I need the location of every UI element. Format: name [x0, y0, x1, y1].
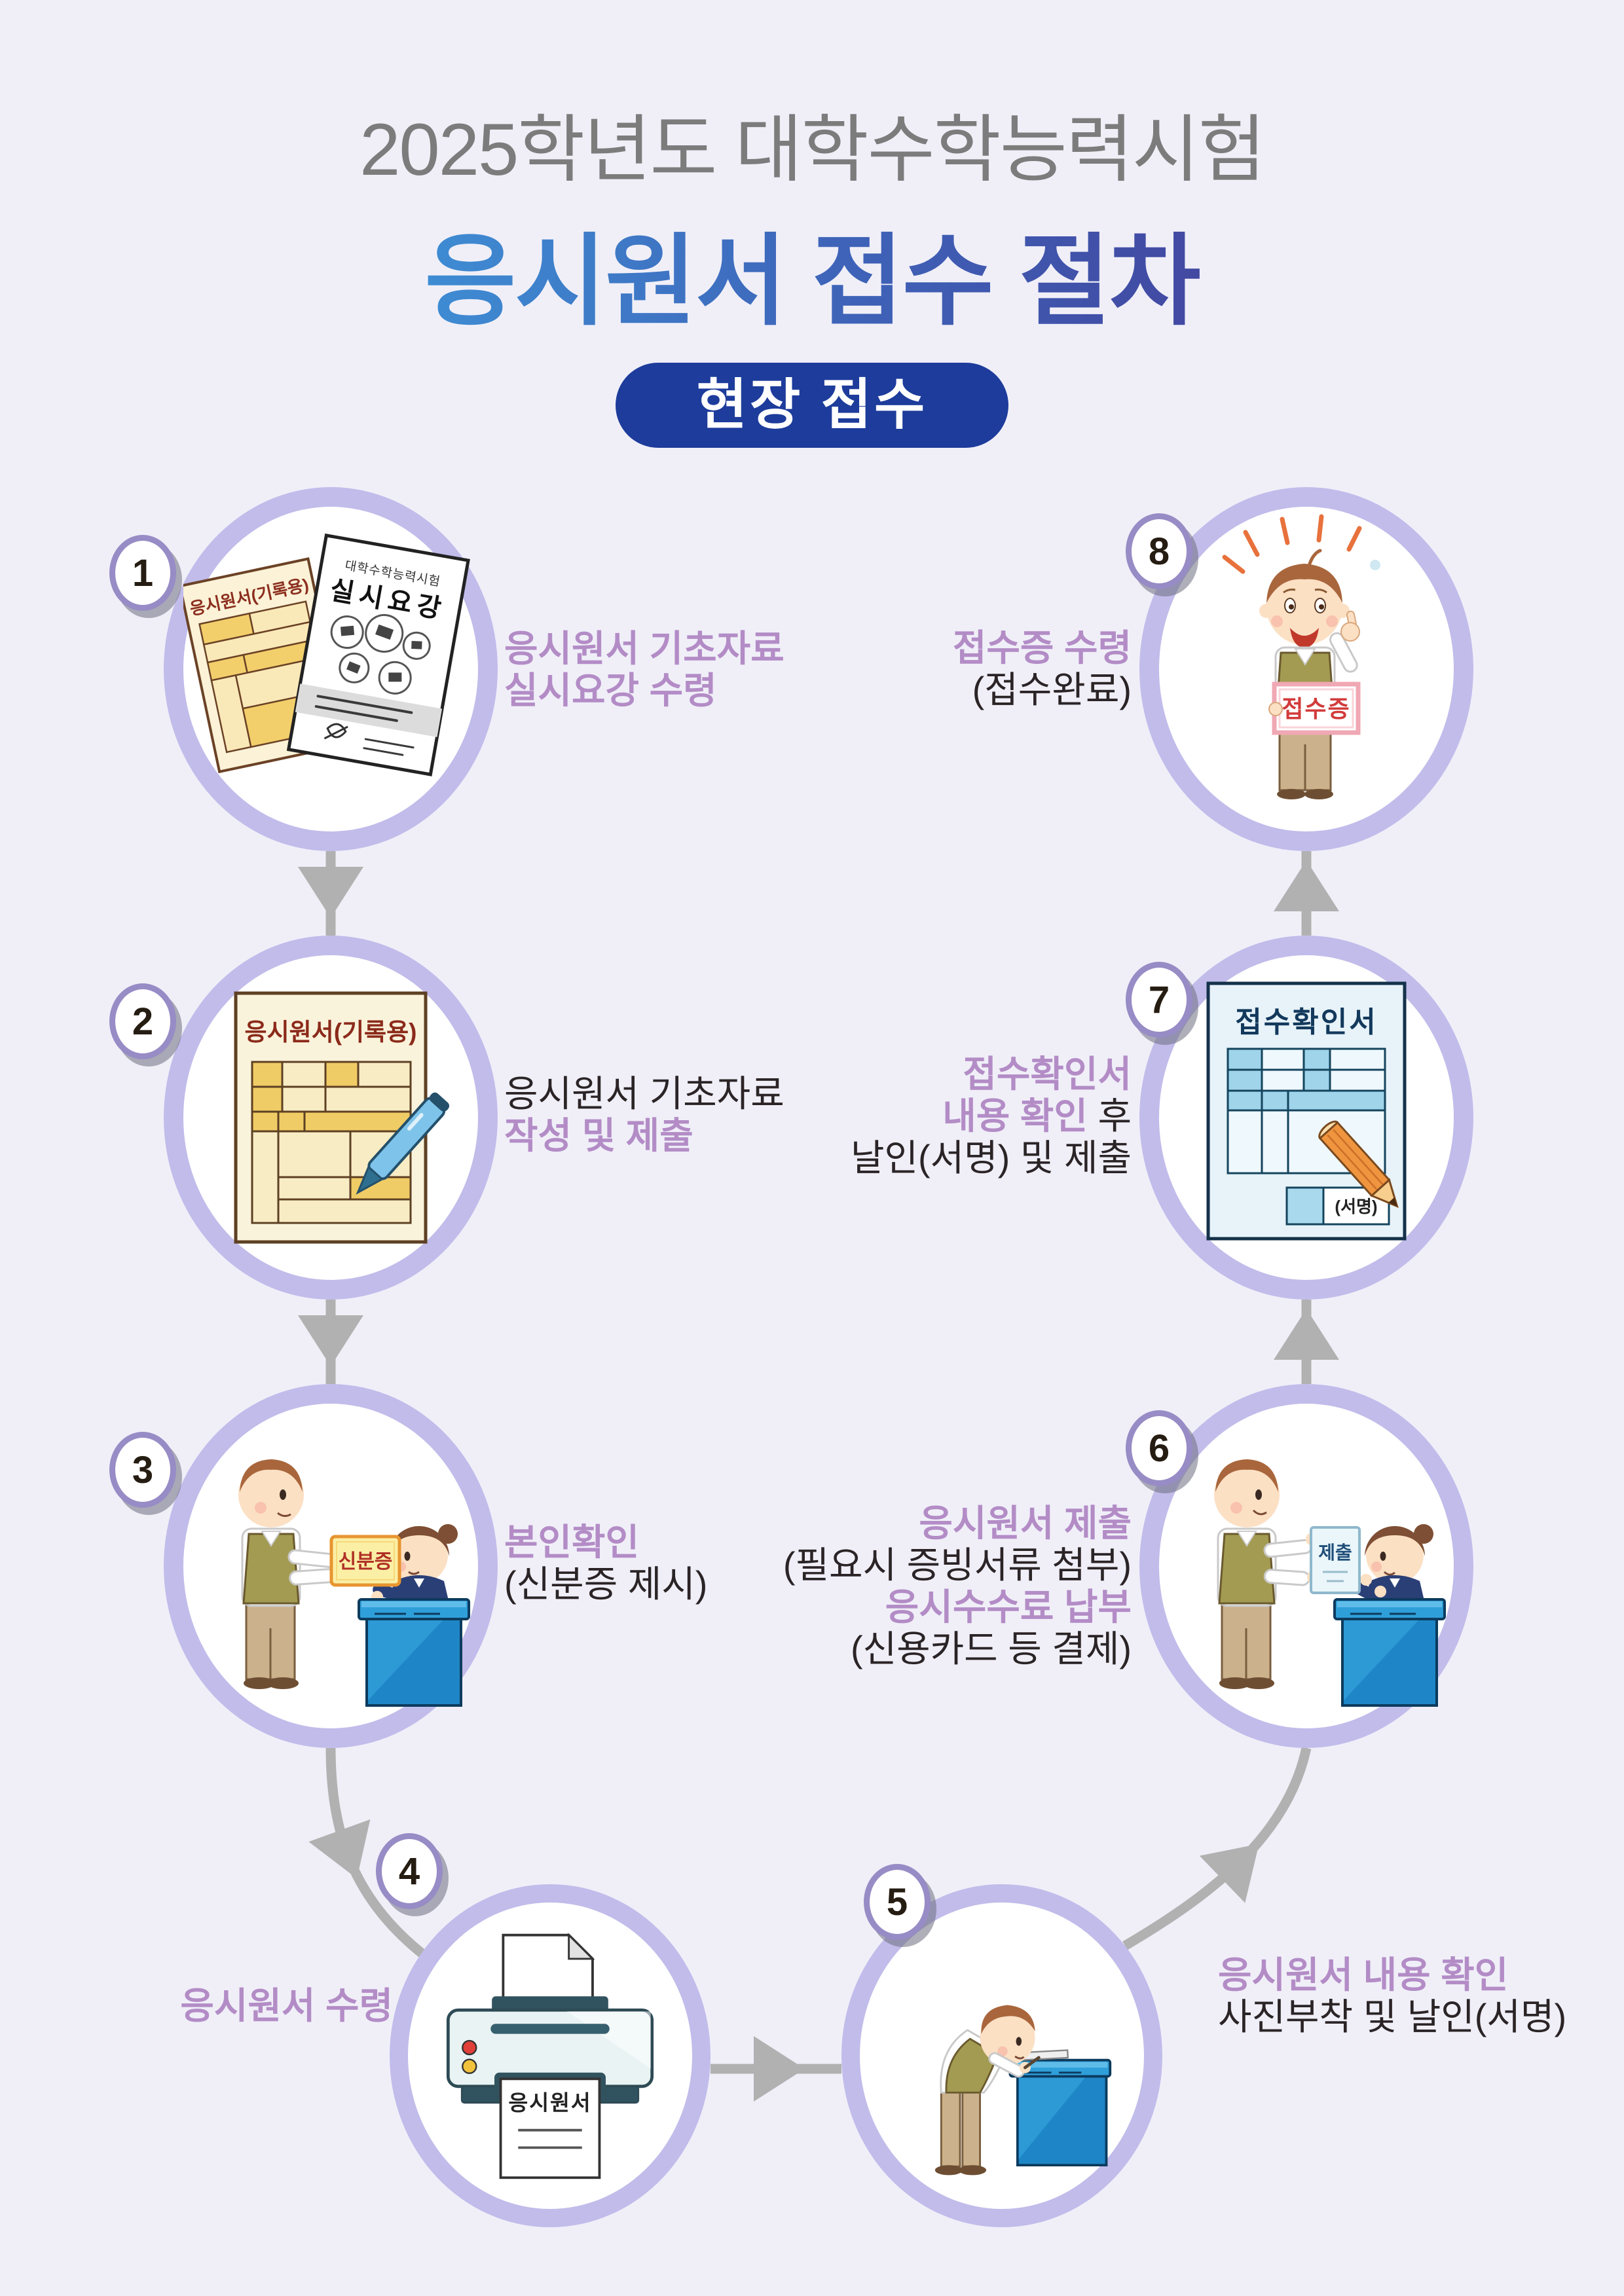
arrowhead-curve-icon	[308, 1819, 371, 1879]
arrowhead-up-icon	[1274, 860, 1339, 911]
arrowhead-down-icon	[298, 867, 363, 918]
svg-text:응시원서(기록용): 응시원서(기록용)	[245, 1019, 417, 1046]
page-title: 2025학년도 대학수학능력시험	[360, 109, 1266, 191]
step-2-circle: 응시원서(기록용)	[164, 936, 498, 1300]
writing-illustration	[934, 2005, 1112, 2176]
step-7-number: 7	[1126, 962, 1192, 1038]
svg-text:(서명): (서명)	[1335, 1197, 1377, 1216]
submit-illustration: 제출	[1214, 1459, 1446, 1707]
step-1-circle: 응시원서(기록용) 대학수학능력시험 실시요강	[164, 487, 498, 851]
receipt-boy-illustration: 접수증	[1222, 514, 1380, 799]
svg-text:접수증: 접수증	[1282, 695, 1350, 722]
step-3-circle: 신분증	[164, 1384, 498, 1748]
rays-icon	[1222, 514, 1362, 574]
receipt-sign-icon: 접수증	[1272, 682, 1361, 735]
id-card-icon: 신분증	[329, 1535, 401, 1587]
method-badge: 현장 접수	[616, 363, 1008, 448]
svg-text:신분증: 신분증	[339, 1551, 393, 1573]
step-1-number: 1	[109, 535, 176, 611]
step-8-label: 접수증 수령(접수완료)	[952, 627, 1132, 710]
step-3-label: 본인확인(신분증 제시)	[504, 1522, 708, 1605]
step-4-circle: 응시원서	[390, 1884, 710, 2227]
arrowhead-right-icon	[754, 2036, 805, 2102]
confirmation-doc-illustration: 접수확인서 (서명)	[1206, 981, 1407, 1241]
step-3-number: 3	[109, 1432, 176, 1508]
svg-text:접수확인서: 접수확인서	[1235, 1006, 1377, 1038]
documents-illustration: 응시원서(기록용) 대학수학능력시험 실시요강	[183, 533, 470, 776]
arrowhead-down-icon	[298, 1315, 363, 1366]
pen-icon	[356, 1092, 450, 1195]
svg-text:응시원서: 응시원서	[508, 2091, 591, 2115]
pencil-icon	[1318, 1120, 1399, 1209]
printer-illustration: 응시원서	[446, 1933, 654, 2179]
id-check-illustration: 신분증	[238, 1459, 470, 1707]
step-6-label: 응시원서 제출(필요시 증빙서류 첨부)응시수수료 납부(신용카드 등 결제)	[783, 1503, 1132, 1669]
step-4-number: 4	[376, 1833, 443, 1909]
arrowhead-up-icon	[1274, 1309, 1339, 1360]
submit-paper-icon: 제출	[1310, 1526, 1361, 1594]
step-4-label: 응시원서 수령	[180, 1985, 393, 2026]
form-pen-illustration: 응시원서(기록용)	[234, 991, 450, 1244]
step-8-number: 8	[1126, 513, 1192, 589]
page-subtitle: 응시원서 접수 절차	[0, 200, 1624, 344]
step-2-number: 2	[109, 983, 176, 1059]
arrowhead-curve-icon	[1199, 1844, 1259, 1903]
svg-text:제출: 제출	[1318, 1542, 1352, 1563]
step-6-circle: 제출	[1139, 1384, 1473, 1748]
step-6-number: 6	[1126, 1410, 1192, 1486]
step-5-number: 5	[864, 1864, 931, 1940]
